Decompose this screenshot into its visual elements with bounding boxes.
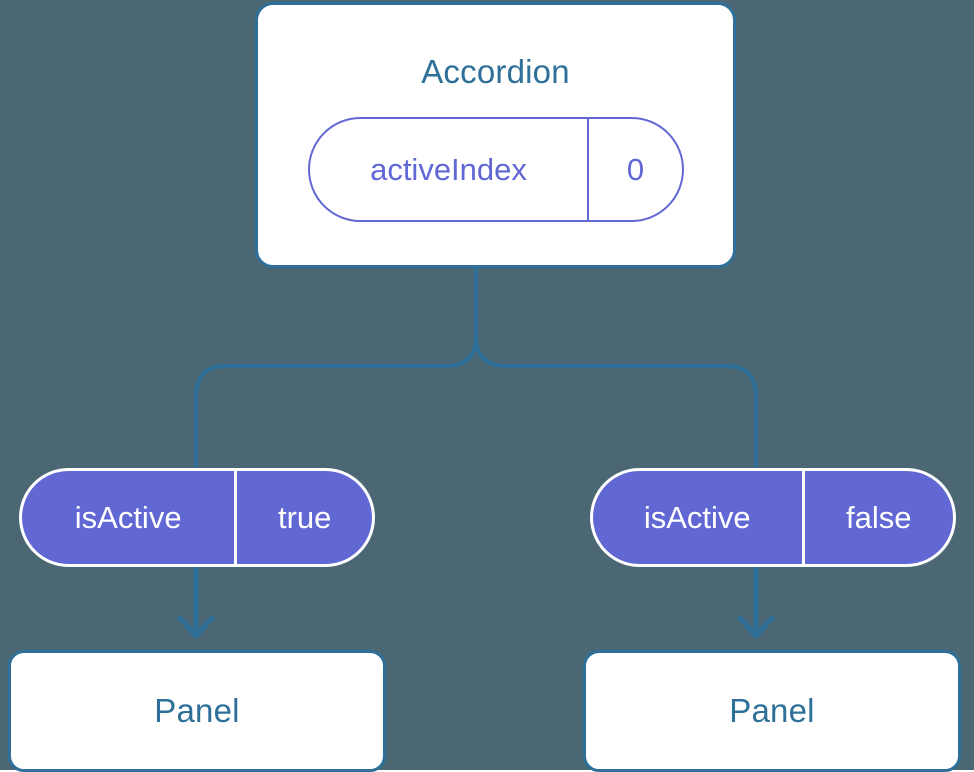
prop-pill-is-active-true-value: true <box>234 471 372 564</box>
prop-pill-is-active-false-value: false <box>801 471 954 564</box>
node-panel-right-title: Panel <box>729 692 815 729</box>
state-pill-active-index-value: 0 <box>587 119 682 220</box>
node-accordion-title: Accordion <box>421 53 570 90</box>
tree-connector-path <box>194 264 478 472</box>
arrow-head-left-icon <box>177 615 215 639</box>
node-panel-left[interactable]: Panel <box>8 650 386 772</box>
prop-pill-is-active-true[interactable]: isActive true <box>19 468 375 567</box>
tree-connector-path-right <box>474 264 758 472</box>
state-pill-active-index[interactable]: activeIndex 0 <box>308 117 684 222</box>
state-pill-active-index-key: activeIndex <box>370 151 527 187</box>
arrow-head-right-icon <box>737 615 775 639</box>
prop-pill-is-active-false-key: isActive <box>643 499 751 535</box>
prop-pill-is-active-false[interactable]: isActive false <box>590 468 956 567</box>
node-panel-left-title: Panel <box>154 692 240 729</box>
prop-pill-is-active-true-key: isActive <box>74 499 182 535</box>
node-panel-right[interactable]: Panel <box>583 650 961 772</box>
